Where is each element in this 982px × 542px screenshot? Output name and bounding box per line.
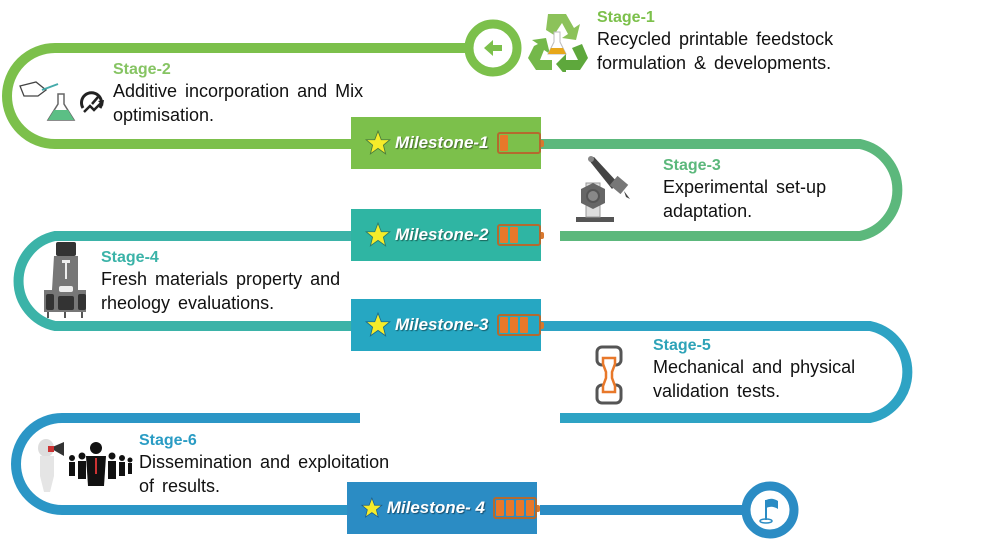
end-node — [741, 481, 799, 539]
battery-cell — [499, 135, 508, 151]
battery-cell — [519, 317, 528, 333]
milestone-label: Milestone-3 — [395, 315, 489, 334]
stage-label: Stage-1 — [597, 9, 655, 26]
megaphone-people-icon — [38, 439, 133, 492]
battery-cell — [509, 317, 518, 333]
stage-4: Stage-4 Fresh materials property and rhe… — [101, 249, 340, 315]
flag-icon — [759, 498, 778, 524]
battery-cell — [499, 317, 508, 333]
gauge-optimization-icon — [80, 91, 104, 113]
battery-progress-icon — [493, 497, 540, 519]
battery-cell — [506, 500, 514, 516]
stage-description: rheology evaluations. — [101, 293, 275, 313]
battery-cell — [496, 500, 504, 516]
track-segment-2 — [540, 139, 903, 241]
star-icon — [365, 312, 391, 337]
stage-description: validation tests. — [653, 381, 781, 401]
track-segment-5 — [11, 413, 360, 515]
stage-description: of results. — [139, 476, 221, 496]
stage-description: Experimental set-up — [663, 177, 827, 197]
stage-description: formulation & developments. — [597, 53, 832, 73]
star-icon — [361, 496, 383, 518]
milestone-1: Milestone-1 — [351, 117, 544, 169]
stage-label: Stage-5 — [653, 337, 711, 354]
stage-6: Stage-6 Dissemination and exploitation o… — [139, 432, 389, 498]
stage-1: Stage-1 Recycled printable feedstock for… — [597, 9, 833, 75]
stage-description: Fresh materials property and — [101, 269, 341, 289]
stage-description: Additive incorporation and Mix — [113, 81, 364, 101]
star-icon — [365, 130, 391, 155]
arrow-left-icon — [484, 40, 502, 56]
stage-description: adaptation. — [663, 201, 753, 221]
stage-2: Stage-2 Additive incorporation and Mix o… — [113, 61, 363, 127]
tensile-specimen-icon — [595, 345, 623, 405]
milestone-label: Milestone-1 — [395, 133, 489, 152]
stage-label: Stage-4 — [101, 249, 159, 266]
stage-label: Stage-6 — [139, 432, 197, 449]
stage-3: Stage-3 Experimental set-up adaptation. — [663, 157, 826, 223]
track-segment-4 — [540, 321, 913, 423]
stage-5: Stage-5 Mechanical and physical validati… — [653, 337, 855, 403]
milestone-2: Milestone-2 — [351, 209, 544, 261]
track-segment-1 — [2, 43, 470, 149]
battery-cell — [509, 227, 518, 243]
stage-description: Recycled printable feedstock — [597, 29, 834, 49]
stage-label: Stage-2 — [113, 61, 171, 78]
track-segment-3 — [13, 231, 360, 331]
stage-description: Mechanical and physical — [653, 357, 856, 377]
recycle-flask-icon — [528, 14, 588, 72]
milestone-3: Milestone-3 — [351, 299, 544, 351]
battery-progress-icon — [496, 132, 544, 154]
start-node — [464, 19, 522, 77]
star-icon — [365, 222, 391, 247]
battery-progress-icon — [496, 224, 544, 246]
milestone-4: Milestone- 4 — [347, 482, 540, 534]
battery-cell — [516, 500, 524, 516]
lab-flask-icon — [19, 81, 76, 121]
milestone-label: Milestone- 4 — [386, 498, 485, 517]
stage-description: Dissemination and exploitation — [139, 452, 390, 472]
battery-cell — [526, 500, 534, 516]
battery-progress-icon — [496, 314, 544, 336]
rheometer-icon — [44, 242, 86, 318]
milestone-label: Milestone-2 — [395, 225, 489, 244]
robot-arm-icon — [576, 156, 630, 222]
stage-description: optimisation. — [113, 105, 215, 125]
stage-label: Stage-3 — [663, 157, 721, 174]
battery-cell — [499, 227, 508, 243]
